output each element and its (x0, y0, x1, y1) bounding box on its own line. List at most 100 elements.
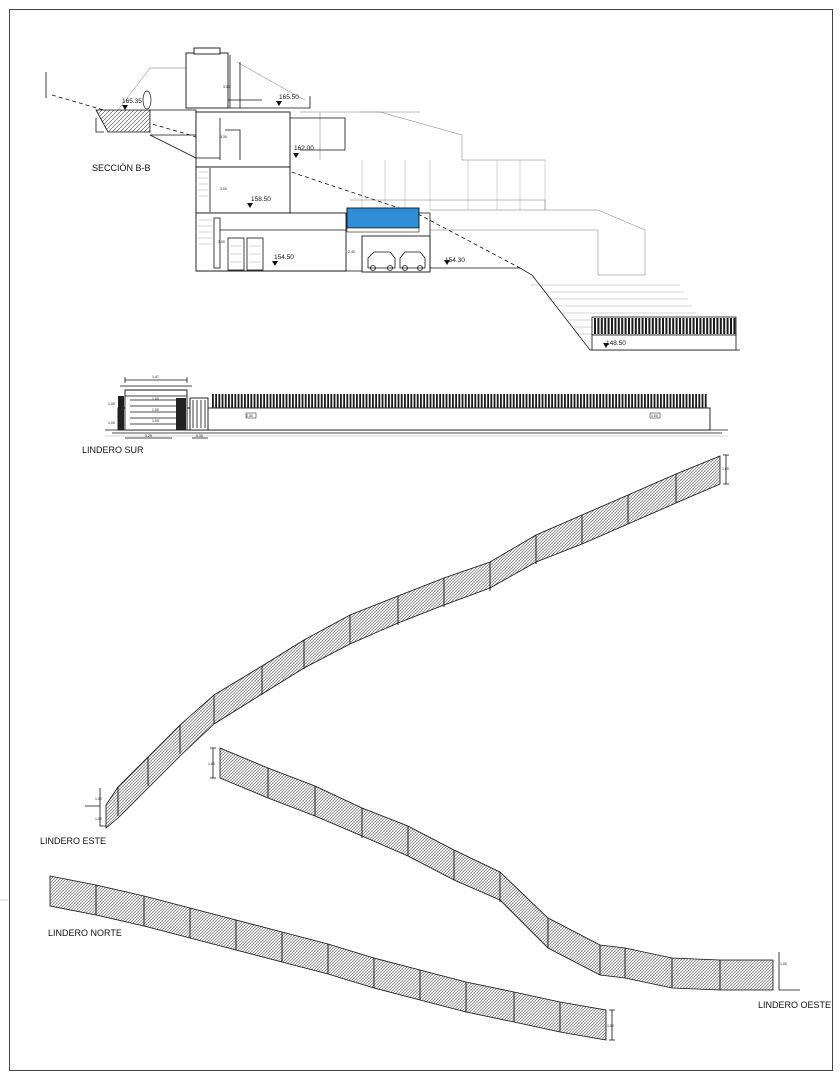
fence-bar (295, 394, 297, 408)
fence-bar (602, 394, 605, 408)
fence-bar (330, 394, 333, 408)
dim-label: 1.00 (607, 1024, 614, 1028)
fence-bar (548, 394, 550, 408)
fence-bar (429, 394, 432, 408)
fence-bar (368, 394, 371, 408)
dim-label: 1.00 (108, 402, 115, 406)
dim-label: 1.00 (152, 397, 159, 401)
fence-bar (432, 394, 435, 408)
fence-bar (372, 394, 374, 408)
fence-bar (544, 394, 547, 408)
fence-bar (320, 394, 323, 408)
fence-bar (647, 394, 649, 408)
fence-bar (668, 318, 671, 334)
fence-bar (439, 394, 441, 408)
fence-bar (640, 394, 643, 408)
svg-text:148.50: 148.50 (606, 340, 626, 347)
fence-bar (665, 318, 668, 334)
fence-bar (263, 394, 265, 408)
fence-bar (292, 394, 294, 408)
fence-bar (723, 318, 726, 334)
fence-bar (709, 318, 712, 334)
fence-bar (699, 318, 702, 334)
dim-label: 3.00 (220, 187, 227, 191)
fence-bar (404, 394, 406, 408)
fence-bar (285, 394, 288, 408)
fence-bar (519, 394, 521, 408)
fence-bar (650, 394, 653, 408)
level-marker: 162.00 (293, 145, 314, 158)
fence-bar (560, 394, 563, 408)
svg-text:165.50: 165.50 (279, 94, 299, 101)
swimming-pool (346, 207, 420, 229)
level-marker: 165.50 (276, 94, 299, 106)
fence-bar (288, 394, 291, 408)
fence-bar (436, 394, 438, 408)
fence-bar (231, 394, 233, 408)
fence-bar (375, 394, 377, 408)
fence-bar (631, 318, 634, 334)
fence-bar (455, 394, 457, 408)
fence-bar (675, 318, 678, 334)
level-marker: 154.30 (444, 257, 465, 265)
fence-bar (477, 394, 480, 408)
svg-text:154.50: 154.50 (274, 254, 294, 261)
fence-bar (304, 394, 307, 408)
section-bb-title: SECCIÓN B-B (92, 163, 151, 173)
fence-bar (509, 394, 512, 408)
fence-bar (679, 318, 681, 334)
fence-bar (641, 318, 644, 334)
fence-bar (516, 394, 518, 408)
fence-bar (651, 318, 654, 334)
fence-bar (621, 394, 624, 408)
fence-bar (381, 394, 384, 408)
dim-label: 3.25 (145, 434, 152, 438)
tree-icon (142, 90, 152, 110)
dim-label: 1.00 (95, 817, 102, 821)
fence-bar (464, 394, 467, 408)
fence-bar (346, 394, 349, 408)
fence-bar (394, 394, 397, 408)
fence-bar (607, 318, 610, 334)
fence-bar (656, 394, 659, 408)
fence-bar (349, 394, 352, 408)
fence-bar (688, 394, 691, 408)
lindero-norte: 1.00 LINDERO NORTE (48, 875, 615, 1041)
fence-bar (333, 394, 336, 408)
fence-bar (679, 394, 681, 408)
fence-bar (583, 394, 585, 408)
fence-bar (244, 394, 246, 408)
svg-text:158.50: 158.50 (251, 196, 271, 203)
fence-bar (672, 394, 675, 408)
fence-bar (669, 394, 672, 408)
dim-label: 3.30 (220, 135, 227, 139)
fence-bar (493, 394, 496, 408)
fence-bar (512, 394, 515, 408)
fence-bar (692, 394, 694, 408)
fence-bar (624, 394, 627, 408)
fence-bar (599, 394, 601, 408)
level-marker: 154.50 (272, 254, 294, 266)
fence-bar (282, 394, 285, 408)
dim-label: 3.00 (218, 240, 225, 244)
lindero-sur: 1.47 1.00 1.00 1.00 3.25 0.30 1.00 1.00 … (82, 375, 728, 455)
fence-bar (503, 394, 505, 408)
fence-bar (634, 394, 637, 408)
fence-mesh (219, 747, 774, 991)
fence-bar (538, 394, 541, 408)
fence-bar (612, 394, 614, 408)
lindero-norte-title: LINDERO NORTE (48, 928, 122, 938)
fence-bar (410, 394, 413, 408)
lindero-oeste: 1.00 1.00 LINDERO OESTE (208, 747, 831, 1010)
fence-bar (716, 318, 719, 334)
fence-bar (384, 394, 387, 408)
fence-bar (682, 394, 685, 408)
fence-bar (388, 394, 390, 408)
fence-bar (653, 394, 656, 408)
fence-bar (365, 394, 368, 408)
fence-bar (480, 394, 483, 408)
fence-bar (682, 318, 685, 334)
fence-bar (240, 394, 243, 408)
fence-bar (378, 394, 381, 408)
fence-bar (621, 318, 624, 334)
